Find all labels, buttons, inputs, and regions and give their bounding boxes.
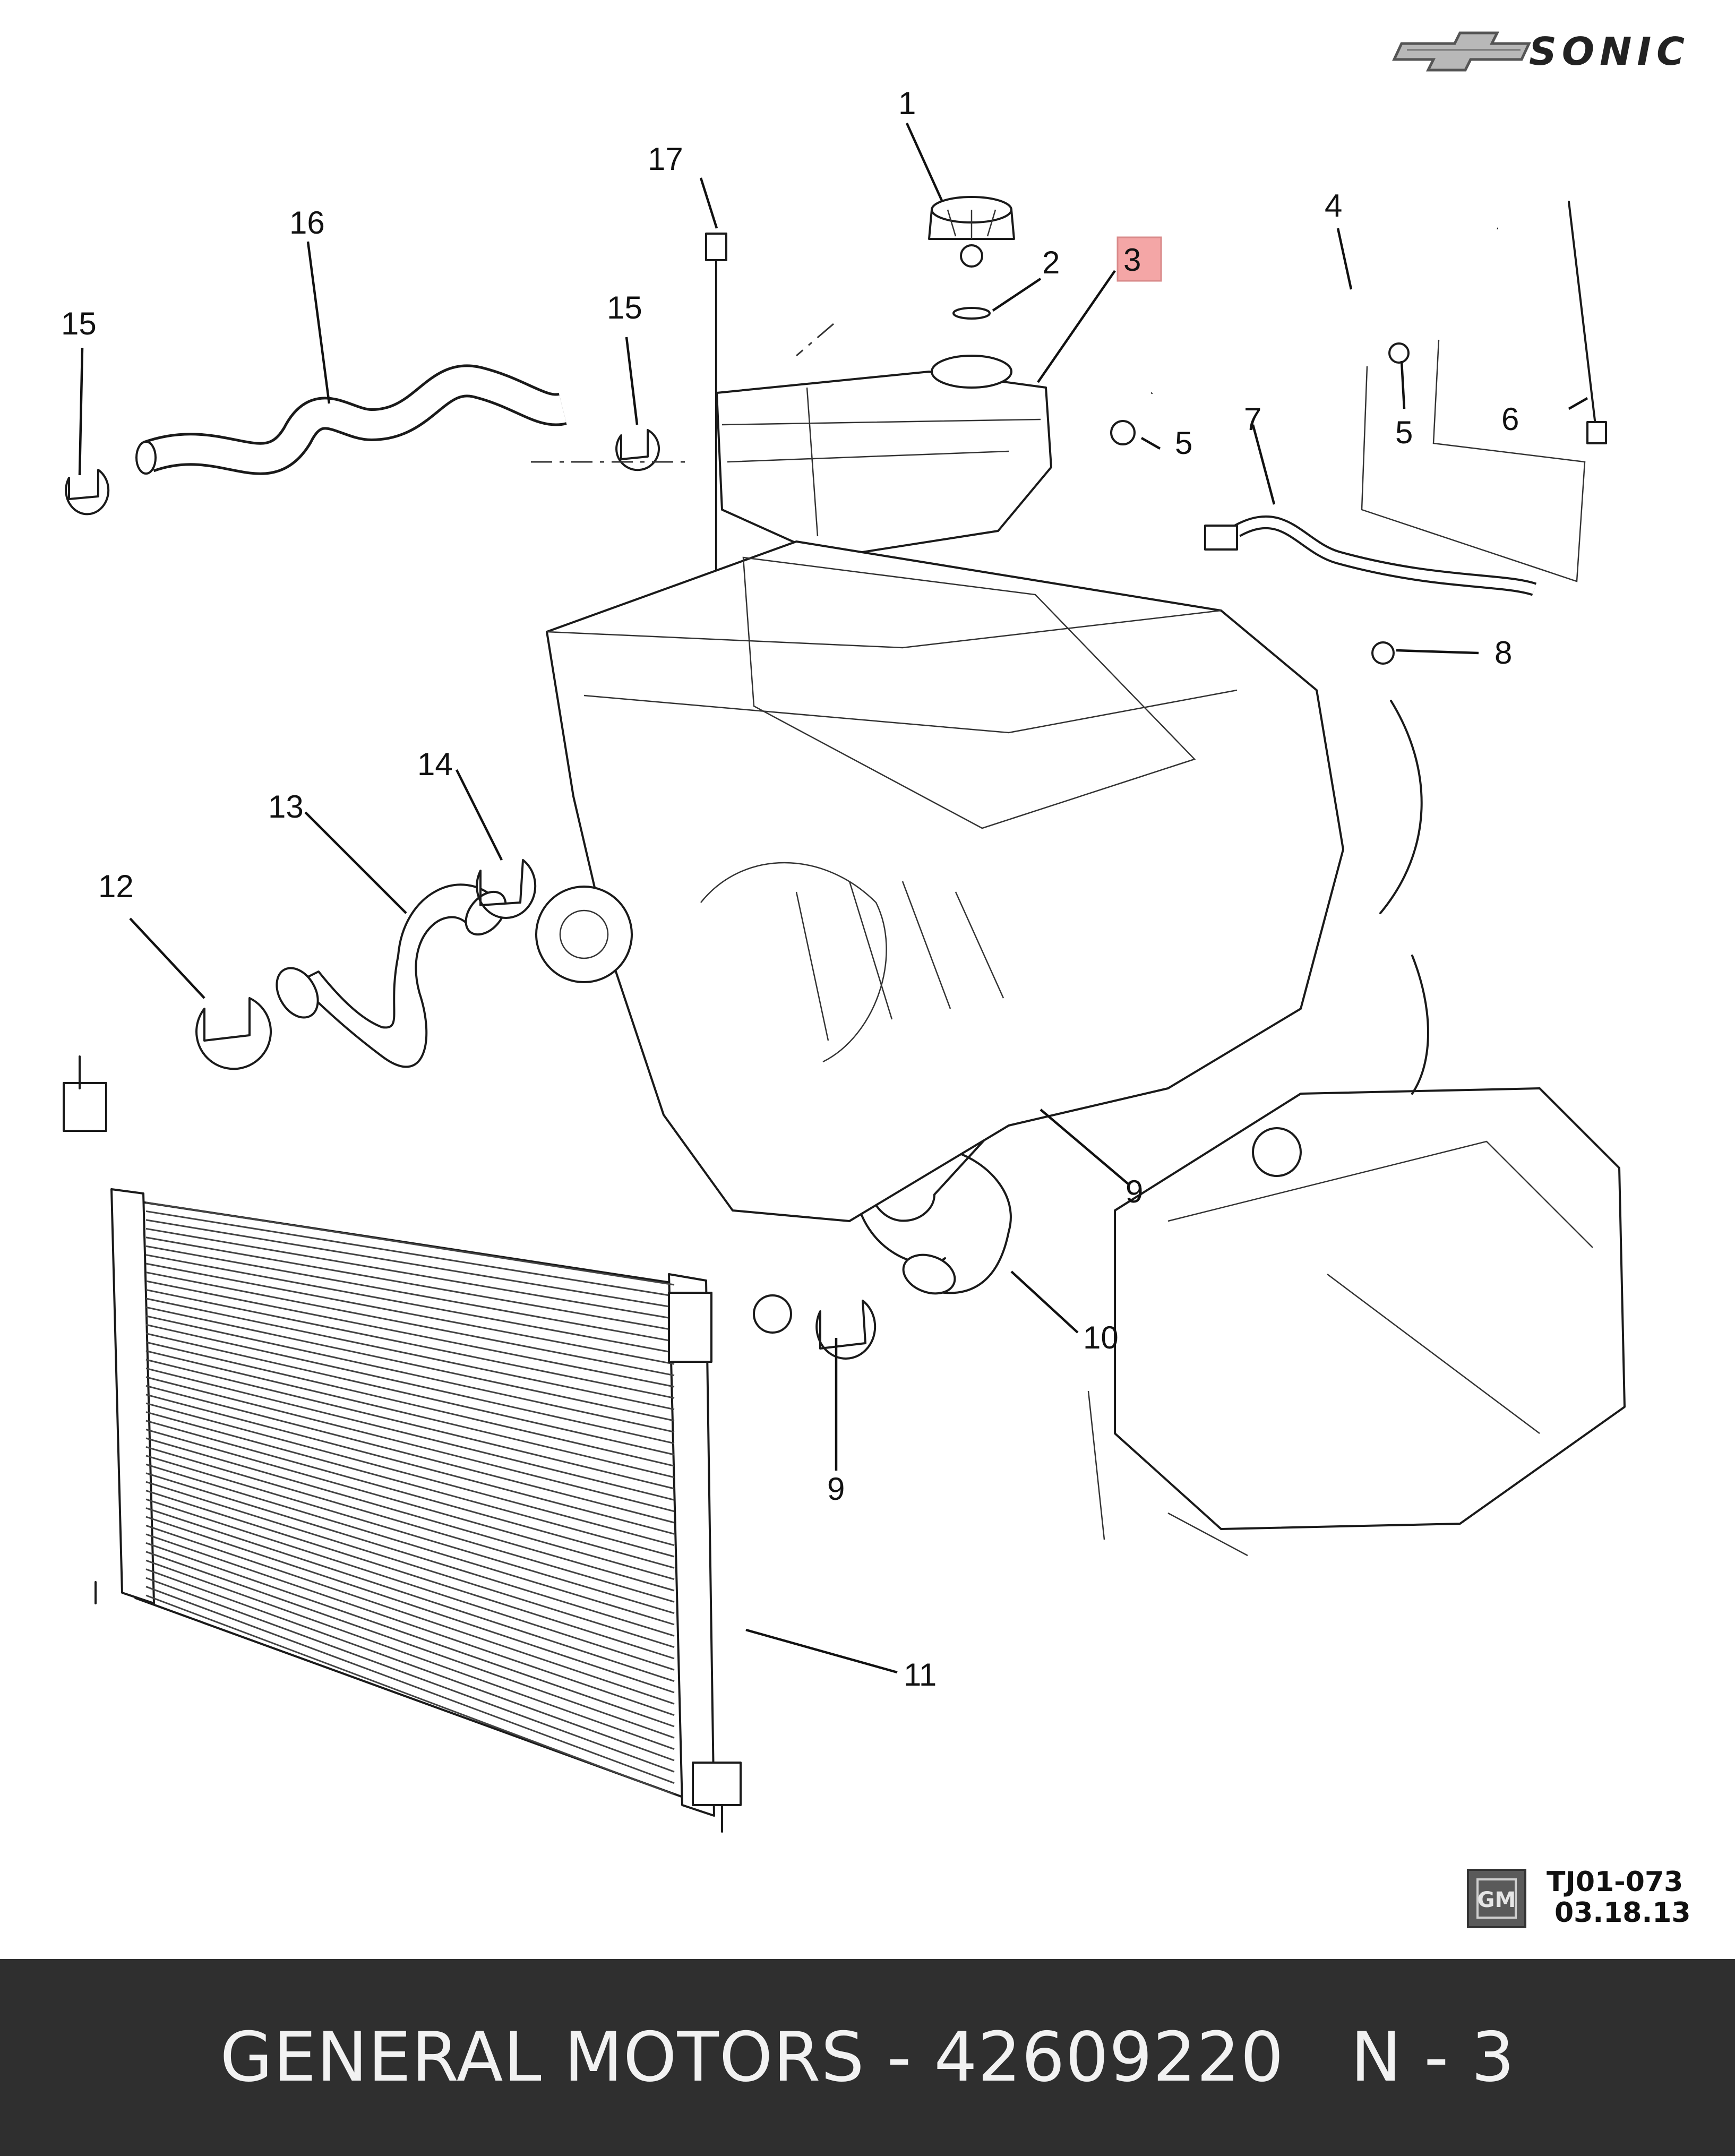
radiator-fin <box>145 1350 675 1479</box>
radiator-fin <box>145 1472 675 1637</box>
callout-label: 10 <box>1083 1320 1119 1355</box>
radiator-fin <box>145 1559 675 1750</box>
radiator-fin <box>145 1429 675 1581</box>
radiator-fin <box>145 1481 675 1648</box>
footer-part-number: GENERAL MOTORS - 42609220 N - 3 <box>220 2018 1515 2097</box>
radiator-fin <box>145 1219 675 1309</box>
callout-label: 9 <box>827 1471 845 1507</box>
radiator-fin <box>145 1437 675 1592</box>
radiator-fin <box>145 1594 675 1796</box>
radiator-fin <box>145 1262 675 1365</box>
hose-clip <box>1388 342 1410 364</box>
callout-label: 4 <box>1325 188 1342 224</box>
radiator-fin <box>145 1455 675 1614</box>
radiator-fin <box>145 1385 675 1524</box>
callout-label: 1 <box>898 85 916 121</box>
callout-label: 6 <box>1501 401 1519 437</box>
callout-label: 9 <box>1126 1174 1143 1209</box>
radiator-fin <box>145 1289 675 1399</box>
radiator <box>63 1055 742 1833</box>
callout-label: 3 <box>1123 242 1141 278</box>
radiator-fin <box>145 1298 675 1411</box>
callout-label: 15 <box>61 306 97 341</box>
radiator-fin <box>145 1306 675 1422</box>
callout-label: 17 <box>648 141 683 177</box>
gm-logo: GM <box>1467 1869 1526 1928</box>
coolant-surge-tank <box>716 196 1052 559</box>
radiator-fin <box>145 1577 675 1773</box>
callout-label: 2 <box>1042 245 1060 280</box>
radiator-fin <box>145 1280 675 1388</box>
radiator-fin <box>145 1498 675 1671</box>
callout-label: 16 <box>289 205 325 240</box>
radiator-fin <box>145 1490 675 1660</box>
radiator-fin <box>145 1533 675 1716</box>
radiator-fin <box>145 1402 675 1547</box>
radiator-fin <box>145 1236 675 1331</box>
reference-code: TJ01-073 <box>1547 1866 1683 1898</box>
reference-centerline <box>531 323 834 463</box>
highlight-box <box>1116 236 1162 282</box>
radiator-fin <box>145 1463 675 1626</box>
upper-radiator-hose <box>195 859 537 1070</box>
leader-lines <box>78 123 1588 1674</box>
heater-hose <box>1204 515 1537 596</box>
gm-logo-text: GM <box>1478 1888 1516 1912</box>
tie-strap <box>1568 201 1607 444</box>
radiator-fin <box>145 1507 675 1682</box>
vent-hose <box>1148 204 1542 397</box>
callout-label: 8 <box>1494 635 1512 671</box>
callout-label: 5 <box>1395 415 1413 450</box>
engine-cooling-diagram: SONIC <box>61 29 1691 1929</box>
radiator-fin <box>145 1227 675 1320</box>
radiator-fin <box>145 1333 675 1456</box>
radiator-fin <box>145 1254 675 1354</box>
radiator-fin <box>145 1568 675 1762</box>
surge-tank-inlet-hose <box>65 364 660 516</box>
hose-clip <box>1371 641 1395 665</box>
callout-label: 13 <box>268 789 304 824</box>
radiator-fin <box>145 1586 675 1784</box>
radiator-fin <box>145 1516 675 1694</box>
radiator-fin <box>145 1542 675 1728</box>
radiator-fin <box>145 1245 675 1343</box>
callout-label: 12 <box>98 869 134 904</box>
radiator-fin <box>145 1551 675 1739</box>
radiator-fin <box>145 1420 675 1569</box>
callout-label: 5 <box>1175 425 1192 461</box>
reference-box <box>1361 339 1586 582</box>
radiator-fin <box>145 1272 675 1377</box>
radiator-fin <box>145 1394 675 1535</box>
radiator-fin <box>145 1446 675 1603</box>
radiator-fin <box>145 1367 675 1501</box>
radiator-fin <box>145 1201 675 1286</box>
engine-assembly <box>535 540 1626 1557</box>
radiator-fin <box>145 1210 675 1297</box>
footer-bar: GENERAL MOTORS - 42609220 N - 3 <box>0 1959 1735 2156</box>
model-name: SONIC <box>1529 29 1690 74</box>
callout-label: 15 <box>607 290 642 325</box>
radiator-fin <box>145 1525 675 1705</box>
radiator-fin <box>145 1324 675 1445</box>
callout-label: 7 <box>1244 401 1261 437</box>
radiator-fin <box>145 1359 675 1490</box>
radiator-fin <box>145 1411 675 1558</box>
hose-clip <box>1110 420 1136 445</box>
radiator-fin <box>145 1341 675 1467</box>
reference-date: 03.18.13 <box>1554 1897 1691 1929</box>
radiator-fin <box>145 1315 675 1433</box>
callout-labels: 1 2 3 4 5 5 6 7 8 9 9 10 11 12 13 14 15 … <box>61 85 1519 1693</box>
callout-label: 14 <box>417 746 453 782</box>
radiator-fin <box>145 1376 675 1513</box>
chevrolet-bowtie-icon <box>1392 31 1531 72</box>
callout-label: 11 <box>904 1657 937 1693</box>
